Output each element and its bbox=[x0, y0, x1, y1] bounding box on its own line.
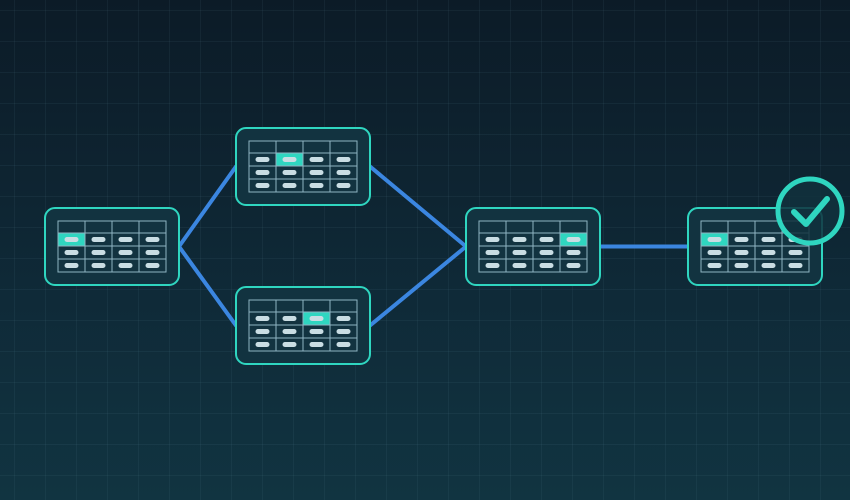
table-cell-pill bbox=[282, 170, 297, 175]
table-cell-pill bbox=[336, 183, 351, 188]
table-cell-pill bbox=[309, 316, 324, 321]
table-cell-pill bbox=[255, 316, 270, 321]
table-cell-pill bbox=[309, 183, 324, 188]
table-cell-pill bbox=[761, 237, 776, 242]
node-branch-top[interactable] bbox=[235, 127, 371, 206]
table-cell-pill bbox=[734, 250, 749, 255]
table-cell-pill bbox=[485, 250, 500, 255]
check-circle-bg bbox=[778, 179, 842, 243]
table-cell-pill bbox=[788, 250, 803, 255]
table-cell-pill bbox=[485, 237, 500, 242]
table-cell-pill bbox=[118, 237, 133, 242]
table-cell-pill bbox=[91, 237, 106, 242]
table-cell-pill bbox=[707, 237, 722, 242]
table-cell-pill bbox=[91, 250, 106, 255]
table-cell-pill bbox=[566, 250, 581, 255]
table-cell-pill bbox=[255, 329, 270, 334]
table-cell-pill bbox=[539, 250, 554, 255]
table-cell-pill bbox=[309, 342, 324, 347]
table-cell-pill bbox=[64, 250, 79, 255]
edge-branch-bottom-to-merge bbox=[368, 244, 468, 328]
table-cell-pill bbox=[145, 237, 160, 242]
check-mark bbox=[791, 196, 830, 227]
table-icon bbox=[248, 140, 358, 193]
table-cell-pill bbox=[707, 263, 722, 268]
nodes-layer bbox=[44, 127, 823, 365]
table-cell-pill bbox=[734, 263, 749, 268]
table-cell-pill bbox=[282, 316, 297, 321]
table-cell-pill bbox=[734, 237, 749, 242]
table-cell-pill bbox=[539, 237, 554, 242]
table-cell-pill bbox=[309, 329, 324, 334]
table-cell-pill bbox=[282, 329, 297, 334]
badge-layer bbox=[775, 176, 845, 246]
table-cell-pill bbox=[64, 263, 79, 268]
node-source[interactable] bbox=[44, 207, 180, 286]
table-cell-pill bbox=[336, 316, 351, 321]
table-cell-pill bbox=[118, 250, 133, 255]
table-cell-pill bbox=[539, 263, 554, 268]
table-cell-pill bbox=[309, 170, 324, 175]
table-cell-pill bbox=[485, 263, 500, 268]
table-cell-pill bbox=[788, 263, 803, 268]
table-cell-pill bbox=[512, 263, 527, 268]
check-circle-icon bbox=[775, 176, 845, 246]
table-icon bbox=[478, 220, 588, 273]
table-cell-pill bbox=[336, 329, 351, 334]
check-circle-ring bbox=[775, 176, 845, 246]
table-cell-pill bbox=[255, 170, 270, 175]
table-icon bbox=[700, 220, 810, 273]
table-cell-pill bbox=[761, 263, 776, 268]
table-cell-pill bbox=[64, 237, 79, 242]
table-cell-pill bbox=[255, 183, 270, 188]
table-cell-pill bbox=[761, 250, 776, 255]
table-cell-pill bbox=[309, 157, 324, 162]
table-cell-pill bbox=[91, 263, 106, 268]
table-cell-pill bbox=[336, 342, 351, 347]
edge-source-to-branch-bottom bbox=[177, 244, 238, 328]
table-icon bbox=[248, 299, 358, 352]
table-cell-pill bbox=[145, 263, 160, 268]
table-cell-pill bbox=[512, 237, 527, 242]
node-branch-bottom[interactable] bbox=[235, 286, 371, 365]
node-merge[interactable] bbox=[465, 207, 601, 286]
table-cell-pill bbox=[255, 157, 270, 162]
table-cell-pill bbox=[566, 237, 581, 242]
edges-layer bbox=[177, 164, 690, 328]
table-cell-pill bbox=[255, 342, 270, 347]
edge-branch-top-to-merge bbox=[368, 164, 468, 249]
edge-source-to-branch-top bbox=[177, 164, 238, 249]
table-cell-pill bbox=[282, 183, 297, 188]
table-cell-pill bbox=[707, 250, 722, 255]
table-cell-pill bbox=[145, 250, 160, 255]
table-cell-pill bbox=[282, 157, 297, 162]
table-cell-pill bbox=[336, 157, 351, 162]
table-cell-pill bbox=[566, 263, 581, 268]
table-cell-pill bbox=[336, 170, 351, 175]
table-cell-pill bbox=[118, 263, 133, 268]
table-icon bbox=[57, 220, 167, 273]
table-cell-pill bbox=[282, 342, 297, 347]
table-cell-pill bbox=[512, 250, 527, 255]
